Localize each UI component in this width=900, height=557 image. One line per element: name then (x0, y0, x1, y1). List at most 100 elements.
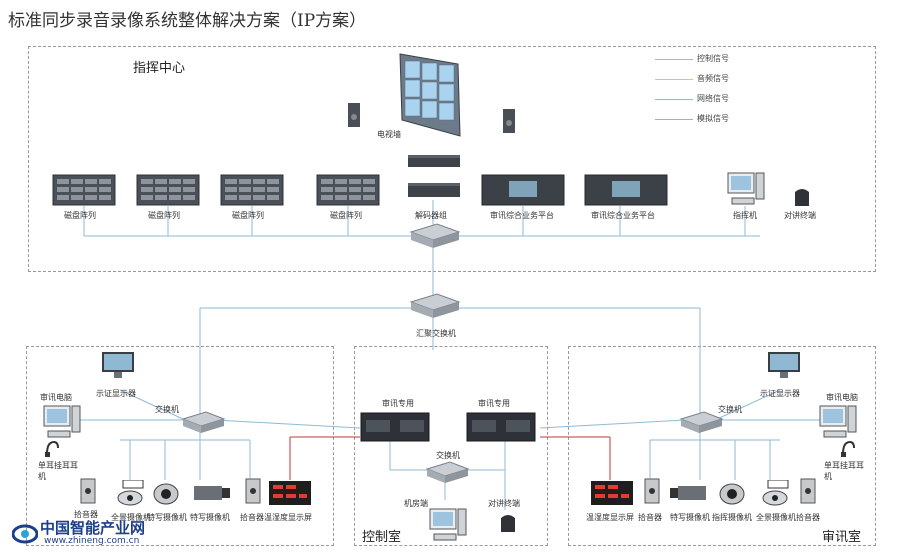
device-label: 拾音器 (638, 513, 662, 522)
intercom-terminal-icon (795, 189, 809, 206)
device-label: 全景摄像机 (111, 513, 151, 522)
storage-array-label: 磁盘阵列 (232, 211, 264, 220)
legend-swatch (655, 119, 693, 120)
interrogator-pc-label: 审讯电脑 (40, 393, 72, 402)
speaker-icon (503, 109, 515, 133)
intercom-label: 对讲终端 (488, 499, 520, 508)
decoder-label: 解码器组 (415, 211, 447, 220)
network-switch-icon (679, 411, 724, 433)
host-label: 审讯专用 (478, 399, 510, 408)
platform-label: 审讯综合业务平台 (591, 211, 655, 220)
storage-array-label: 磁盘阵列 (330, 211, 362, 220)
computer-icon (43, 405, 81, 438)
evidence-display-label: 示证显示器 (96, 389, 136, 398)
command-center-label: 指挥中心 (133, 61, 186, 76)
headset-label: 单耳挂耳耳机 (38, 461, 78, 481)
right-switch-label: 交换机 (718, 405, 742, 414)
dome-camera-icon (719, 483, 745, 505)
left-switch-label: 交换机 (155, 405, 179, 414)
panoramic-camera-icon (117, 480, 144, 506)
device-label: 特写摄像机 (147, 513, 187, 522)
page-title: 标准同步录音录像系统整体解决方案（IP方案） (8, 11, 367, 31)
watermark-logo: 中国智能产业网 www.zhineng.com.cn (10, 517, 160, 551)
legend: 控制信号 音频信号 网络信号 模拟信号 (655, 50, 775, 130)
device-label: 特写摄像机 (670, 513, 710, 522)
dome-camera-icon (153, 483, 179, 505)
decoder-icon (408, 155, 460, 167)
platform-label: 审讯综合业务平台 (490, 211, 554, 220)
device-label: 拾音器 (796, 513, 820, 522)
network-switch-icon (409, 223, 461, 248)
core-switch-icon (409, 293, 461, 318)
legend-item: 音频信号 (655, 70, 775, 90)
legend-label: 网络信号 (697, 94, 729, 103)
device-label: 全景摄像机 (756, 513, 796, 522)
control-room-zone (354, 346, 548, 546)
device-label: 拾音器 (74, 510, 98, 519)
network-switch-icon (181, 411, 226, 433)
computer-icon (727, 172, 765, 205)
evidence-display-icon (768, 352, 800, 378)
decoder-icon (408, 183, 460, 197)
platform-server-icon (584, 174, 668, 206)
command-station-label: 指挥机 (733, 211, 757, 220)
interrogation-host-icon (466, 412, 536, 442)
device-label: 温湿度显示屏 (264, 513, 312, 522)
box-camera-icon (670, 486, 706, 500)
device-label: 温湿度显示屏 (586, 513, 634, 522)
legend-label: 模拟信号 (697, 114, 729, 123)
legend-item: 网络信号 (655, 90, 775, 110)
logo-name: 中国智能产业网 (40, 519, 146, 537)
storage-array-label: 磁盘阵列 (148, 211, 180, 220)
legend-label: 控制信号 (697, 54, 729, 63)
legend-label: 音频信号 (697, 74, 729, 83)
command-center-zone (28, 46, 876, 272)
headset-icon (45, 440, 59, 457)
right-room-label: 审讯室 (822, 530, 862, 545)
monitor-pc-label: 机房端 (404, 499, 428, 508)
headset-label: 单耳挂耳耳机 (824, 461, 864, 481)
tv-wall-icon (399, 53, 461, 137)
device-label: 特写摄像机 (190, 513, 230, 522)
pickup-microphone-icon (245, 478, 261, 504)
pickup-microphone-icon (800, 478, 816, 504)
computer-icon (429, 508, 467, 541)
host-label: 审讯专用 (382, 399, 414, 408)
interrogator-pc-label: 审讯电脑 (826, 393, 858, 402)
pickup-microphone-icon (644, 478, 660, 504)
interrogation-host-icon (360, 412, 430, 442)
storage-array-icon (136, 174, 200, 206)
logo-mark-icon (12, 524, 38, 544)
panoramic-camera-icon (762, 480, 789, 506)
left-room-zone (26, 346, 334, 546)
legend-swatch (655, 99, 693, 100)
network-switch-icon (425, 461, 470, 483)
legend-item: 控制信号 (655, 50, 775, 70)
evidence-display-icon (102, 352, 134, 378)
device-label: 指挥摄像机 (712, 513, 752, 522)
tv-wall-label: 电视墙 (377, 130, 401, 139)
headset-icon (841, 440, 855, 457)
control-room-label: 控制室 (362, 530, 402, 545)
temperature-display-icon (591, 481, 633, 505)
temperature-display-icon (269, 481, 311, 505)
storage-array-icon (52, 174, 116, 206)
legend-swatch (655, 59, 693, 60)
right-room-zone (568, 346, 876, 546)
storage-array-icon (316, 174, 380, 206)
pickup-microphone-icon (80, 478, 96, 504)
legend-item: 模拟信号 (655, 110, 775, 130)
core-switch-label: 汇聚交换机 (416, 329, 456, 338)
storage-array-label: 磁盘阵列 (64, 211, 96, 220)
device-label: 拾音器 (240, 513, 264, 522)
intercom-label: 对讲终端 (784, 211, 816, 220)
legend-swatch (655, 79, 693, 80)
control-switch-label: 交换机 (436, 451, 460, 460)
box-camera-icon (194, 486, 230, 500)
platform-server-icon (481, 174, 565, 206)
intercom-terminal-icon (501, 515, 515, 532)
storage-array-icon (220, 174, 284, 206)
computer-icon (819, 405, 857, 438)
speaker-icon (348, 103, 360, 127)
